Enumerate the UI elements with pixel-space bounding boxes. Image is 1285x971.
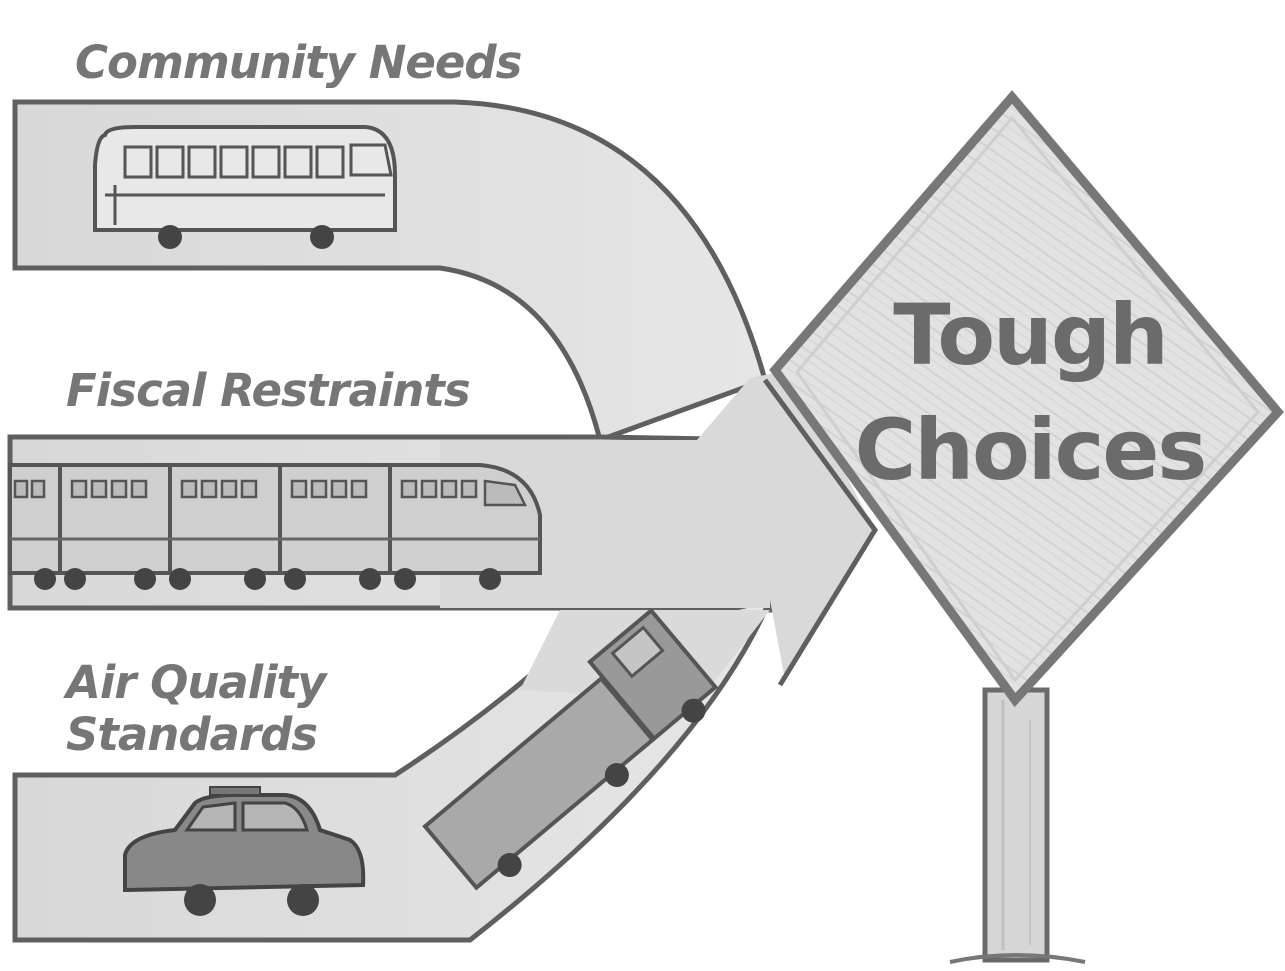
sign-text-choices: Choices — [854, 401, 1208, 499]
tough-choices-sign — [769, 90, 1284, 708]
car-icon — [123, 786, 366, 916]
label-air-quality-standards: Air Quality Standards — [66, 656, 326, 761]
sign-post — [949, 687, 1086, 964]
bus-icon — [93, 125, 397, 249]
label-air-quality-line2: Standards — [66, 708, 318, 761]
train-icon — [8, 463, 542, 590]
truck-icon — [422, 607, 719, 891]
label-air-quality-line1: Air Quality — [66, 656, 326, 709]
label-community-needs: Community Needs — [75, 36, 522, 89]
label-fiscal-restraints: Fiscal Restraints — [66, 364, 471, 417]
sign-text-tough: Tough — [893, 286, 1169, 384]
